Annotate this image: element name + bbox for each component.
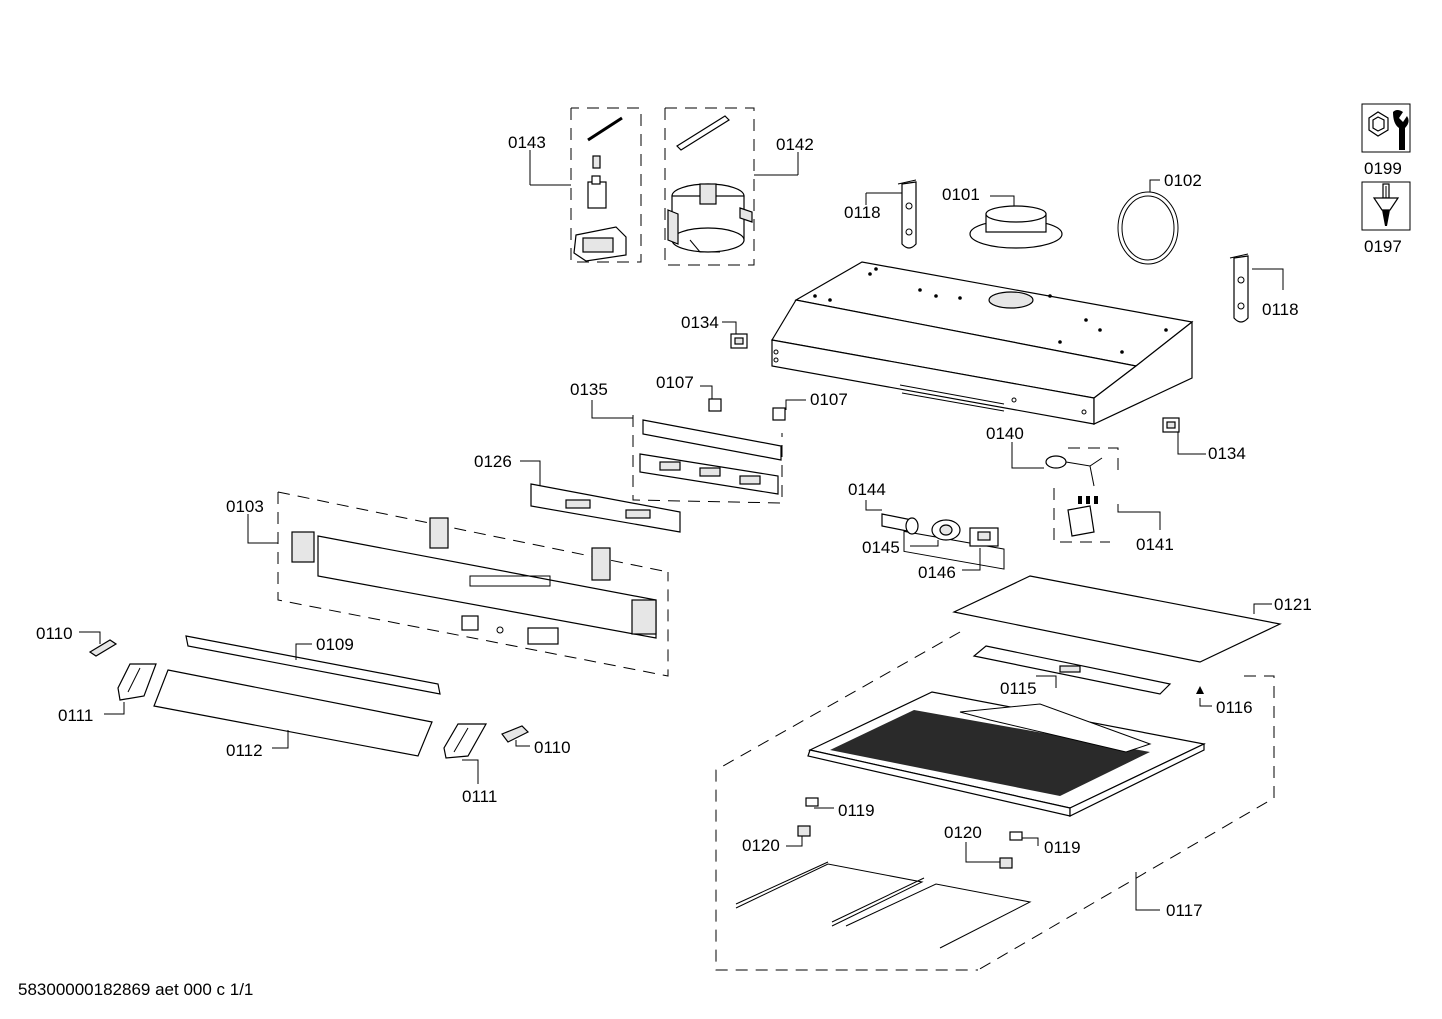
label-0134-left: 0134 — [681, 313, 719, 332]
glass-visor — [153, 669, 433, 757]
label-0144: 0144 — [848, 480, 886, 499]
bulb-144 — [881, 513, 919, 535]
label-0121: 0121 — [1274, 595, 1312, 614]
small-clip-116 — [1196, 686, 1204, 694]
electronics-housing — [632, 415, 783, 504]
label-0143: 0143 — [508, 133, 546, 152]
label-0115: 0115 — [1000, 679, 1037, 698]
end-cap-left — [88, 639, 118, 657]
label-0118-left: 0118 — [844, 203, 881, 222]
label-0120-right: 0120 — [944, 823, 982, 842]
label-0107-right: 0107 — [810, 390, 848, 409]
label-0118-right: 0118 — [1262, 300, 1299, 319]
label-0126: 0126 — [474, 452, 512, 471]
lamp-switch-assembly — [570, 107, 642, 263]
duct-collar — [969, 205, 1063, 249]
wrench-nut-icon — [1361, 103, 1411, 153]
label-0110-right: 0110 — [534, 738, 571, 757]
filter-clip-119-left — [805, 797, 819, 807]
label-0116: 0116 — [1216, 698, 1253, 717]
control-plate — [530, 483, 681, 533]
label-0111-right: 0111 — [462, 787, 497, 806]
support-arm-right — [443, 723, 488, 759]
front-panel-assembly — [277, 491, 669, 677]
document-footer-code: 58300000182869 aet 000 c 1/1 — [18, 980, 254, 999]
sealing-ring — [1117, 191, 1179, 265]
wall-bracket-left — [897, 179, 917, 249]
wall-bracket-right — [1229, 253, 1249, 323]
label-0141: 0141 — [1136, 535, 1174, 554]
hood-housing — [771, 261, 1194, 570]
end-cap-right — [501, 725, 530, 743]
motor-assembly — [664, 107, 755, 266]
label-0146: 0146 — [918, 563, 956, 582]
label-0109: 0109 — [316, 635, 354, 654]
fuse-block-right — [772, 407, 786, 421]
grease-filter-assembly — [715, 631, 1275, 971]
screwdriver-icon — [1361, 181, 1411, 231]
bulb-145 — [931, 519, 961, 541]
label-0101: 0101 — [942, 185, 980, 204]
label-0120-left: 0120 — [742, 836, 780, 855]
cable-harness — [1045, 447, 1119, 487]
label-0142: 0142 — [776, 135, 814, 154]
label-0135: 0135 — [570, 380, 608, 399]
label-0117: 0117 — [1166, 901, 1203, 920]
label-0119-left: 0119 — [838, 801, 875, 820]
label-0119-right: 0119 — [1044, 838, 1081, 857]
label-0140: 0140 — [986, 424, 1024, 443]
lamp-holder — [1053, 488, 1110, 543]
filter-clip-120-left — [797, 825, 811, 837]
lamp-socket-146 — [969, 527, 999, 547]
support-arm-left — [117, 663, 157, 701]
label-0107-left: 0107 — [656, 373, 694, 392]
clip-right — [1162, 417, 1180, 433]
label-0103: 0103 — [226, 497, 264, 516]
label-0112: 0112 — [226, 741, 263, 760]
label-0102: 0102 — [1164, 171, 1202, 190]
label-0199: 0199 — [1364, 159, 1402, 178]
trim-rod — [185, 635, 441, 695]
label-0110-left: 0110 — [36, 624, 73, 643]
filter-clip-119-right — [1009, 831, 1023, 841]
label-0145: 0145 — [862, 538, 900, 557]
label-0197: 0197 — [1364, 237, 1402, 256]
fuse-block-left — [708, 398, 722, 412]
label-0134-right: 0134 — [1208, 444, 1246, 463]
clip-left — [730, 333, 748, 349]
filter-clip-120-right — [999, 857, 1013, 869]
filter-mat — [952, 575, 1282, 663]
label-0111-left: 0111 — [58, 706, 93, 725]
